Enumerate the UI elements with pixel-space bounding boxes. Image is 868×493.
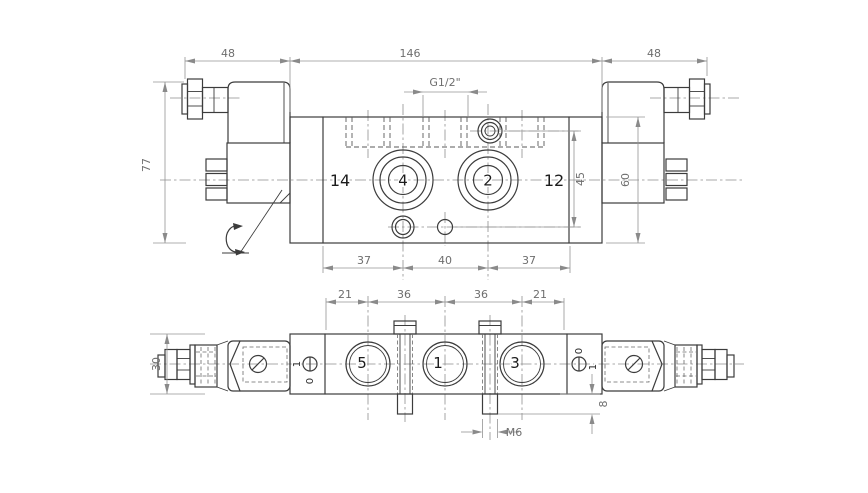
dim-146: 146	[400, 47, 421, 60]
pilot-hole-bottom	[391, 215, 415, 239]
dim-m6-label: M6	[506, 426, 523, 439]
mounting-hole-small	[436, 218, 454, 236]
mounting-stud-left	[393, 320, 417, 415]
dim-21-right: 21	[533, 288, 547, 301]
port-2-circles	[457, 149, 519, 211]
override-right-on: 1	[588, 364, 599, 370]
rotation-symbol	[222, 189, 283, 256]
label-port-5: 5	[357, 354, 367, 372]
screw-left	[248, 354, 268, 374]
dim-height-60: 60	[606, 116, 645, 244]
dim-36-right: 36	[474, 288, 488, 301]
dim-bottom-spacings: 37 40 37	[322, 246, 571, 273]
screw-right	[624, 354, 644, 374]
port-3-circle	[499, 341, 545, 387]
front-left-cable-gland	[181, 78, 229, 120]
bottom-centerlines	[150, 296, 744, 440]
bottom-right-gland	[674, 344, 735, 388]
pilot-hole-top	[477, 118, 503, 144]
dim-45: 45	[574, 172, 587, 186]
label-pilot-12: 12	[544, 171, 564, 190]
dim-48-right: 48	[647, 47, 661, 60]
front-right-cable-gland	[663, 78, 711, 120]
dim-60: 60	[619, 173, 632, 187]
dim-m6: M6	[461, 419, 522, 439]
dim-height-77: 77	[140, 81, 186, 244]
dim-top-widths: 48 146 48	[184, 47, 708, 112]
label-port-1: 1	[433, 354, 443, 372]
dim-37-right: 37	[522, 254, 536, 267]
label-port-3: 3	[510, 354, 520, 372]
bottom-left-gland	[157, 344, 218, 388]
label-port-2: 2	[483, 172, 493, 190]
port-5-circle	[345, 341, 391, 387]
front-view: 14 4 2 12 48 146 48 G1/2"	[140, 47, 742, 280]
override-right-off: 0	[574, 348, 585, 354]
label-pilot-14: 14	[330, 171, 350, 190]
override-left-on: 1	[292, 361, 303, 367]
override-left-off: 0	[305, 378, 316, 384]
dim-36-left: 36	[397, 288, 411, 301]
port-4-circles	[372, 149, 434, 211]
dim-21-left: 21	[338, 288, 352, 301]
dim-thread-g12: G1/2"	[404, 76, 487, 116]
bottom-view: 5 1 3	[150, 288, 744, 440]
bottom-left-solenoid	[157, 340, 291, 392]
dim-77: 77	[140, 158, 153, 172]
mounting-stud-right	[478, 320, 502, 415]
manual-override-left: 1 0	[291, 356, 318, 385]
port-1-circle	[422, 341, 468, 387]
dim-depth-30: 30	[150, 333, 205, 395]
bottom-right-solenoid	[601, 340, 735, 392]
dim-30: 30	[150, 357, 163, 371]
dim-37-left: 37	[357, 254, 371, 267]
dim-protrusion-8: 8	[498, 374, 610, 434]
dim-40: 40	[438, 254, 452, 267]
label-port-4: 4	[398, 172, 408, 190]
front-hidden-top-ports	[345, 117, 545, 148]
dim-span-45: 45	[455, 130, 587, 228]
dim-8: 8	[597, 401, 610, 408]
dim-48-left: 48	[221, 47, 235, 60]
dim-g12-label: G1/2"	[429, 76, 460, 89]
manual-override-right: 0 1	[571, 347, 600, 372]
dim-bottom-top-spacings: 21 36 36 21	[325, 288, 565, 330]
